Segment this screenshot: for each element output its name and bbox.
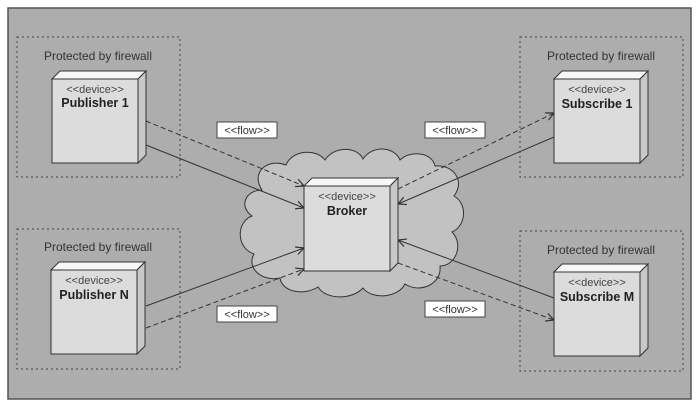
zone-title: Protected by firewall (44, 49, 152, 63)
flow-label-text: <<flow>> (224, 125, 269, 137)
node-top-face (552, 263, 650, 273)
zone-title: Protected by firewall (547, 49, 655, 63)
node-top-face (50, 70, 148, 80)
flow-connector-subscribe-1[interactable] (397, 113, 554, 190)
connector-publisher-n[interactable] (145, 248, 304, 307)
node-stereotype: <<device>> (65, 275, 123, 287)
node-publisher-1[interactable]: <<device>> Publisher 1 (50, 69, 148, 165)
flow-label-subscribe-1: <<flow>> (424, 121, 486, 139)
firewall-zone-subscribe-1: Protected by firewall (519, 36, 684, 178)
node-front-face (50, 269, 138, 355)
node-side-face (639, 262, 649, 358)
node-name: Broker (327, 204, 367, 218)
node-name: Publisher 1 (61, 96, 128, 110)
flow-label-text: <<flow>> (432, 304, 477, 316)
connector-subscribe-1[interactable] (398, 136, 555, 204)
flow-label-publisher-1: <<flow>> (216, 121, 278, 139)
node-name: Subscribe 1 (562, 97, 633, 111)
node-front-face (553, 78, 641, 164)
node-stereotype: <<device>> (568, 84, 626, 96)
flow-connector-subscribe-m[interactable] (397, 262, 554, 320)
node-side-face (136, 260, 146, 356)
node-front-face (553, 271, 641, 357)
zone-title: Protected by firewall (547, 243, 655, 257)
flow-label-text: <<flow>> (432, 125, 477, 137)
flow-label-subscribe-m: <<flow>> (424, 300, 486, 318)
connector-publisher-1[interactable] (145, 144, 304, 208)
flow-connector-publisher-n[interactable] (145, 269, 304, 329)
node-subscribe-m[interactable]: <<device>> Subscribe M (552, 262, 650, 358)
node-top-face (552, 70, 650, 80)
node-top-face (302, 177, 400, 187)
connections (145, 113, 555, 329)
node-side-face (137, 69, 147, 165)
node-stereotype: <<device>> (568, 277, 626, 289)
node-stereotype: <<device>> (66, 84, 124, 96)
firewall-zone-publisher-1: Protected by firewall (16, 36, 181, 178)
flow-connector-publisher-1[interactable] (145, 120, 304, 186)
flow-label-publisher-n: <<flow>> (216, 305, 278, 323)
node-front-face (303, 185, 391, 272)
node-stereotype: <<device>> (318, 191, 376, 203)
node-side-face (389, 176, 399, 273)
node-subscribe-1[interactable]: <<device>> Subscribe 1 (552, 69, 650, 165)
node-publisher-n[interactable]: <<device>> Publisher N (49, 260, 147, 356)
firewall-zone-publisher-n: Protected by firewall (16, 228, 181, 370)
firewall-zone-subscribe-m: Protected by firewall (519, 230, 684, 372)
flow-label-text: <<flow>> (224, 309, 269, 321)
zone-title: Protected by firewall (44, 240, 152, 254)
node-side-face (639, 69, 649, 165)
node-name: Publisher N (59, 288, 128, 302)
connector-subscribe-m[interactable] (398, 240, 555, 299)
node-front-face (51, 78, 139, 164)
node-top-face (49, 261, 147, 271)
node-name: Subscribe M (560, 290, 634, 304)
node-broker[interactable]: <<device>> Broker (302, 176, 400, 273)
